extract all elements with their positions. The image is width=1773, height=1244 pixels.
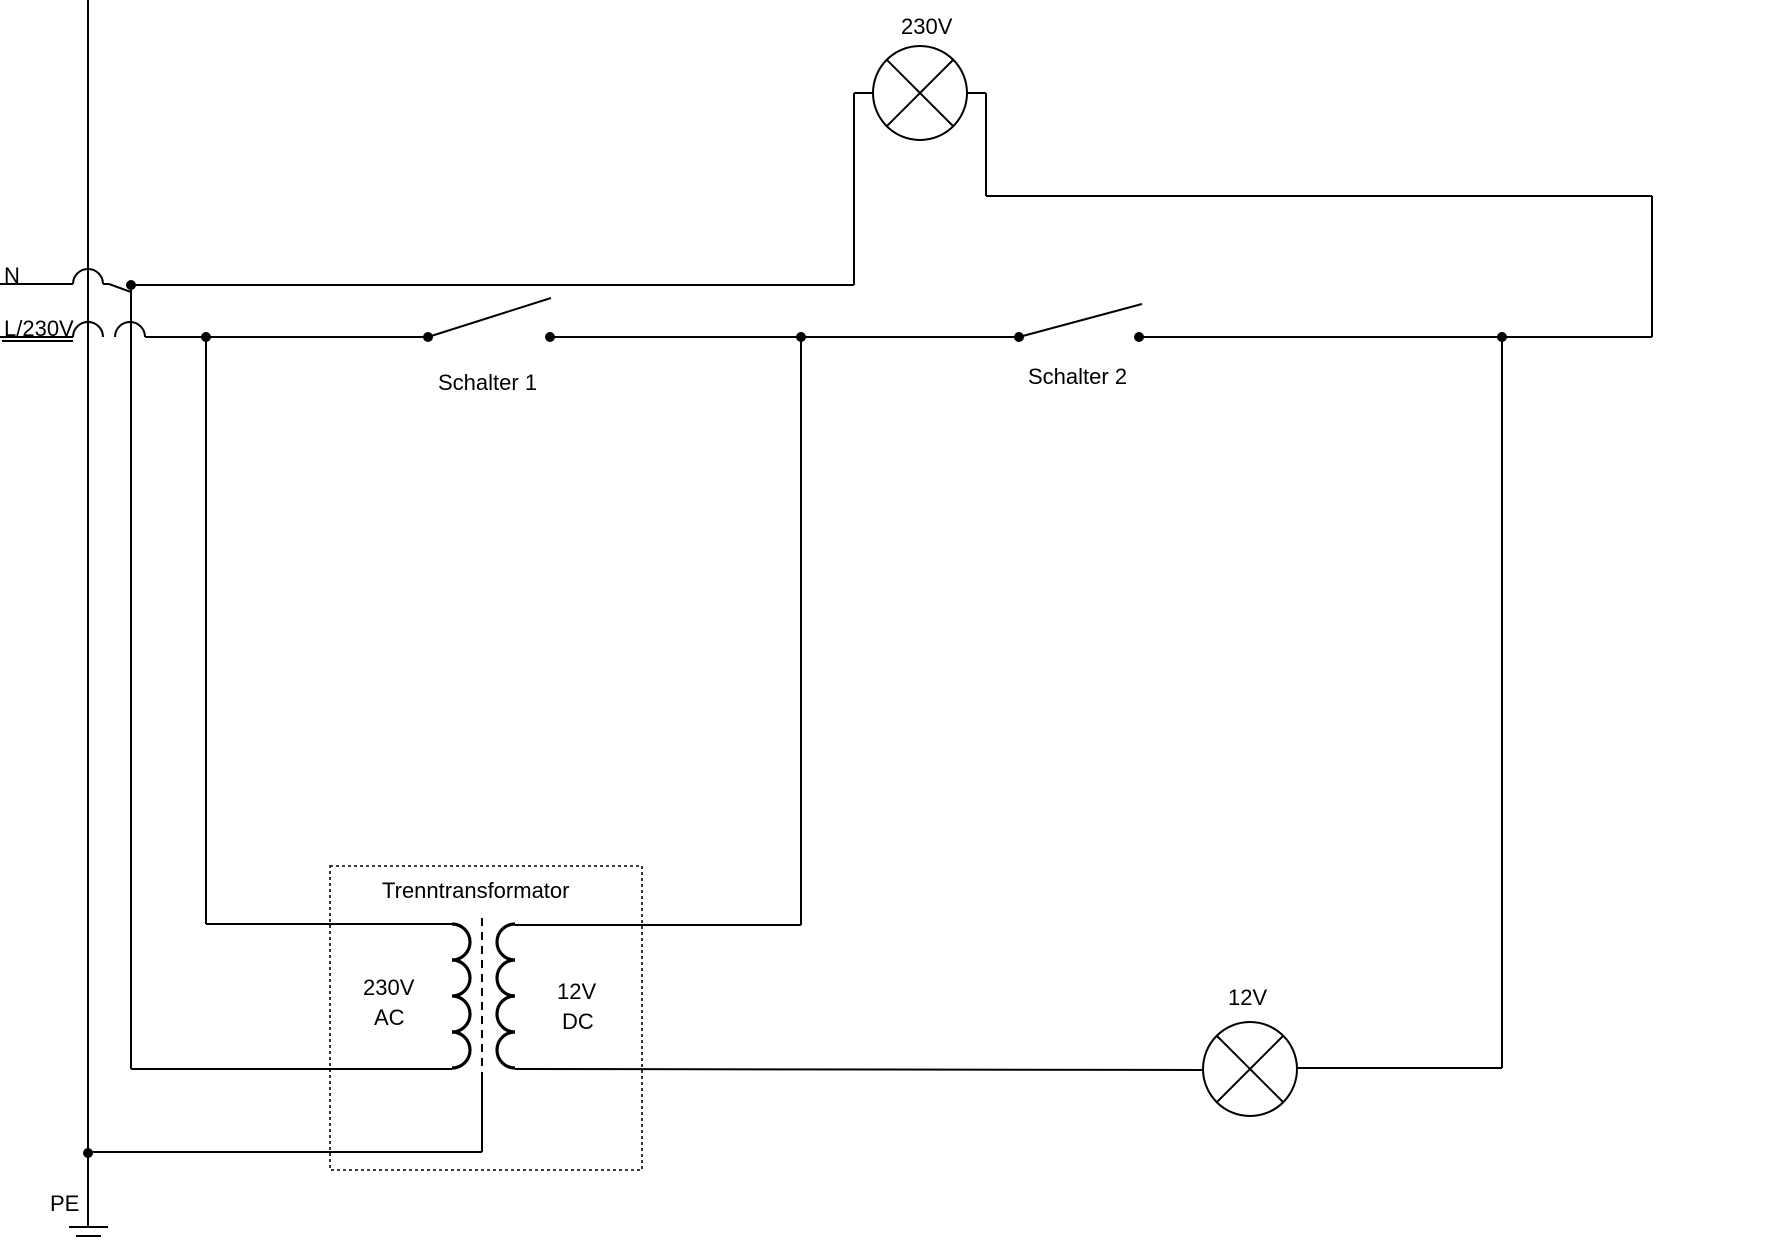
- switch-wiring: [514, 92, 1653, 1071]
- switch-1: Schalter 1: [423, 297, 555, 395]
- neutral-conductor: [0, 92, 873, 1070]
- earth-ground-icon: [69, 1158, 108, 1237]
- earth-label: PE: [50, 1191, 79, 1216]
- transformer-label: Trenntransformator: [382, 878, 569, 903]
- secondary-voltage-label: 12V: [557, 979, 596, 1004]
- pe-core-connection: [88, 1074, 483, 1153]
- neutral-label: N: [4, 263, 20, 288]
- junction-dots: [83, 280, 1507, 1158]
- primary-type-label: AC: [374, 1005, 405, 1030]
- switch-1-label: Schalter 1: [438, 370, 537, 395]
- primary-winding: [451, 922, 472, 1070]
- transformer-enclosure: [329, 865, 643, 1171]
- primary-voltage-label: 230V: [363, 975, 415, 1000]
- transformer: Trenntransformator 230V AC 12V DC: [329, 865, 643, 1171]
- line-conductor: [0, 321, 452, 925]
- switch-2-label: Schalter 2: [1028, 364, 1127, 389]
- lamp-230v: 230V: [872, 14, 968, 141]
- secondary-type-label: DC: [562, 1009, 594, 1034]
- lamp-12v-label: 12V: [1228, 985, 1267, 1010]
- line-label: L/230V: [4, 316, 74, 341]
- lamp-12v: 12V: [1202, 985, 1298, 1117]
- secondary-winding: [495, 922, 516, 1070]
- switch-2: Schalter 2: [1014, 303, 1144, 389]
- lamp-230v-label: 230V: [901, 14, 953, 39]
